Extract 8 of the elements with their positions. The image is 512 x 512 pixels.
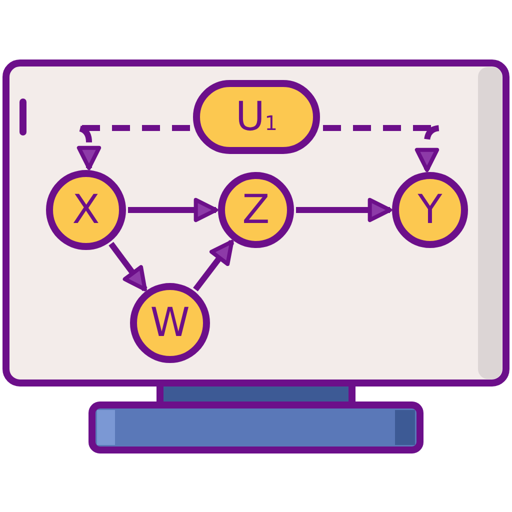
node-label: Y — [418, 190, 442, 230]
node-label: W — [150, 303, 190, 343]
arrow — [296, 198, 392, 222]
arrow — [128, 198, 218, 222]
arrow — [193, 240, 234, 292]
arrow — [108, 242, 148, 292]
node-label: Z — [242, 190, 270, 230]
node-label: X — [72, 190, 100, 230]
